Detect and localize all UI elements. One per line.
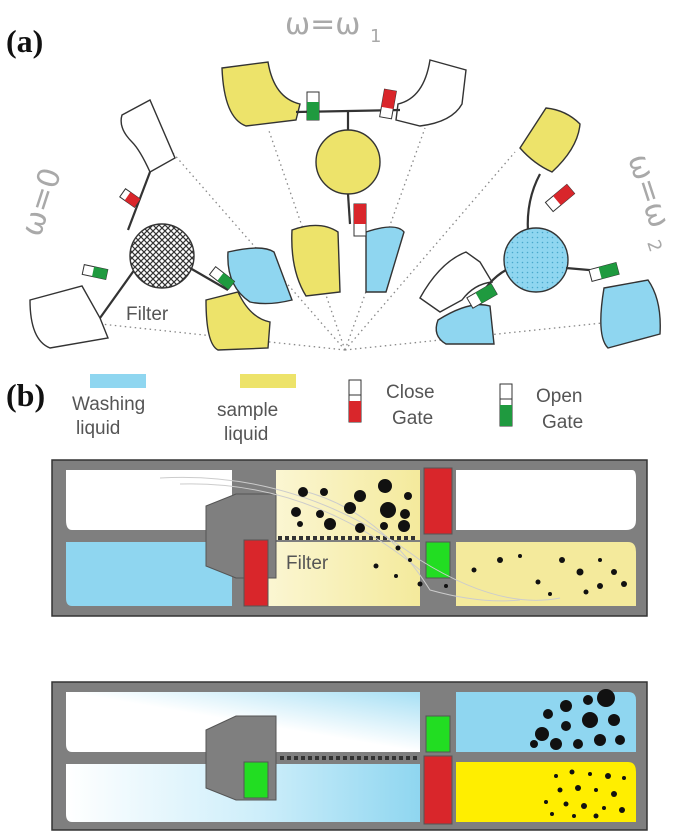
sector-omega-0 — [29, 99, 293, 351]
legend-open-label-2: Gate — [542, 412, 583, 433]
svg-text:ω=ω: ω=ω — [285, 7, 360, 42]
close-gate-icon — [353, 203, 367, 237]
omega-zero-label: ω=0 — [14, 164, 69, 241]
open-gate-icon — [81, 264, 109, 280]
omega-two-label: ω=ω 2 — [620, 150, 677, 255]
legend-washing-swatch — [90, 374, 146, 388]
filter-label-a: Filter — [126, 304, 169, 325]
legend-sample-swatch — [240, 374, 296, 388]
omega-one-label: ω=ω 1 — [285, 7, 381, 47]
svg-text:ω=ω: ω=ω — [620, 150, 677, 233]
legend-open-gate-icon — [499, 383, 513, 427]
close-gate-icon — [544, 183, 576, 213]
legend-close-label-2: Gate — [392, 408, 433, 429]
filter-label-b: Filter — [286, 553, 329, 574]
legend-sample-label-2: liquid — [224, 424, 268, 445]
sector-omega-2 — [419, 107, 661, 349]
filter-disc-icon — [129, 223, 195, 289]
legend-open-label: Open — [536, 386, 582, 407]
device-state-2 — [51, 681, 648, 831]
legend-washing-label-2: liquid — [76, 418, 120, 439]
legend: Washing liquid sample liquid Close Gate … — [72, 374, 583, 445]
legend-close-gate-icon — [348, 379, 362, 423]
open-gate-icon — [466, 283, 498, 309]
legend-sample-label: sample — [217, 400, 278, 421]
sector-omega-1 — [221, 59, 467, 297]
open-gate-icon — [306, 91, 320, 121]
svg-text:1: 1 — [370, 26, 381, 47]
open-gate-icon — [588, 261, 620, 283]
panel-b-label: (b) — [6, 377, 45, 413]
svg-text:2: 2 — [642, 237, 666, 254]
device-state-1 — [51, 459, 648, 617]
open-gate-icon — [208, 265, 236, 291]
panel-a-label: (a) — [6, 23, 43, 59]
close-gate-icon — [379, 88, 397, 120]
legend-close-label: Close — [386, 382, 435, 403]
close-gate-icon — [119, 188, 141, 208]
legend-washing-label: Washing — [72, 394, 145, 415]
